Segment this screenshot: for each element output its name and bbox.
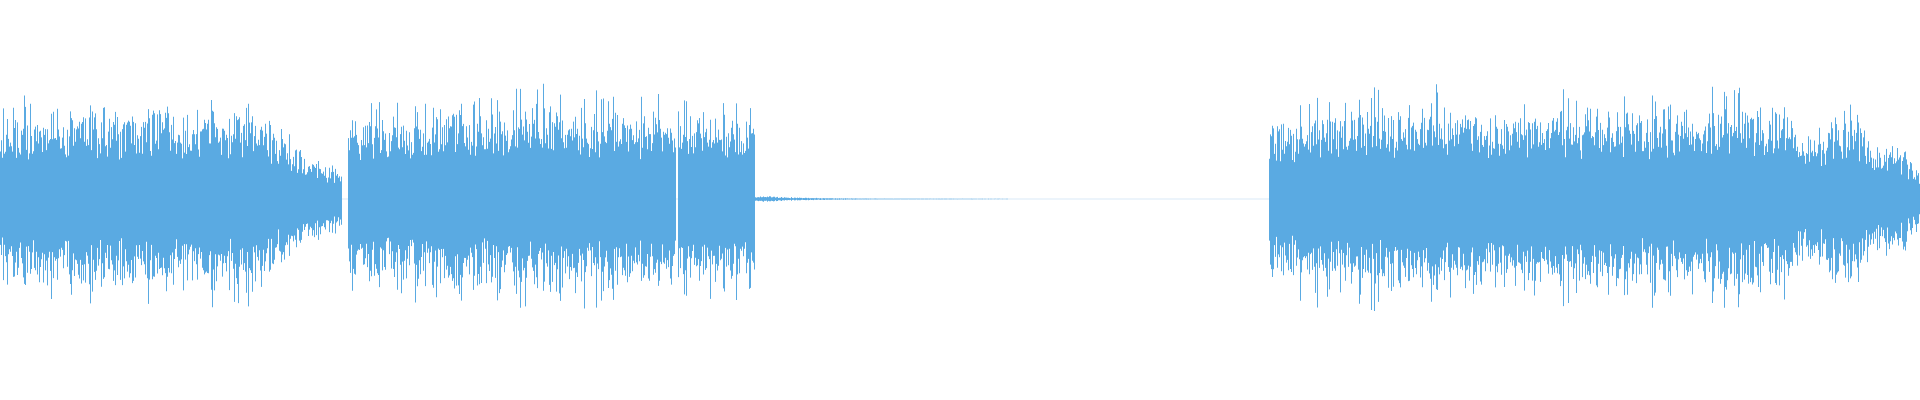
waveform-segment-1: [0, 95, 342, 308]
waveform-samples: [0, 83, 1920, 311]
waveform-core: [1269, 160, 1766, 238]
waveform-core: [678, 162, 755, 236]
waveform-core: [0, 161, 342, 237]
waveform-segment-5: [1269, 84, 1766, 311]
waveform-segment-4-tail: [755, 196, 1008, 202]
waveform-core: [1766, 163, 1920, 235]
waveform-segment-6: [1766, 104, 1920, 300]
waveform-segment-2: [348, 83, 676, 309]
waveform-core: [755, 197, 1008, 201]
waveform-segment-3: [678, 100, 755, 300]
waveform-core: [348, 160, 676, 238]
